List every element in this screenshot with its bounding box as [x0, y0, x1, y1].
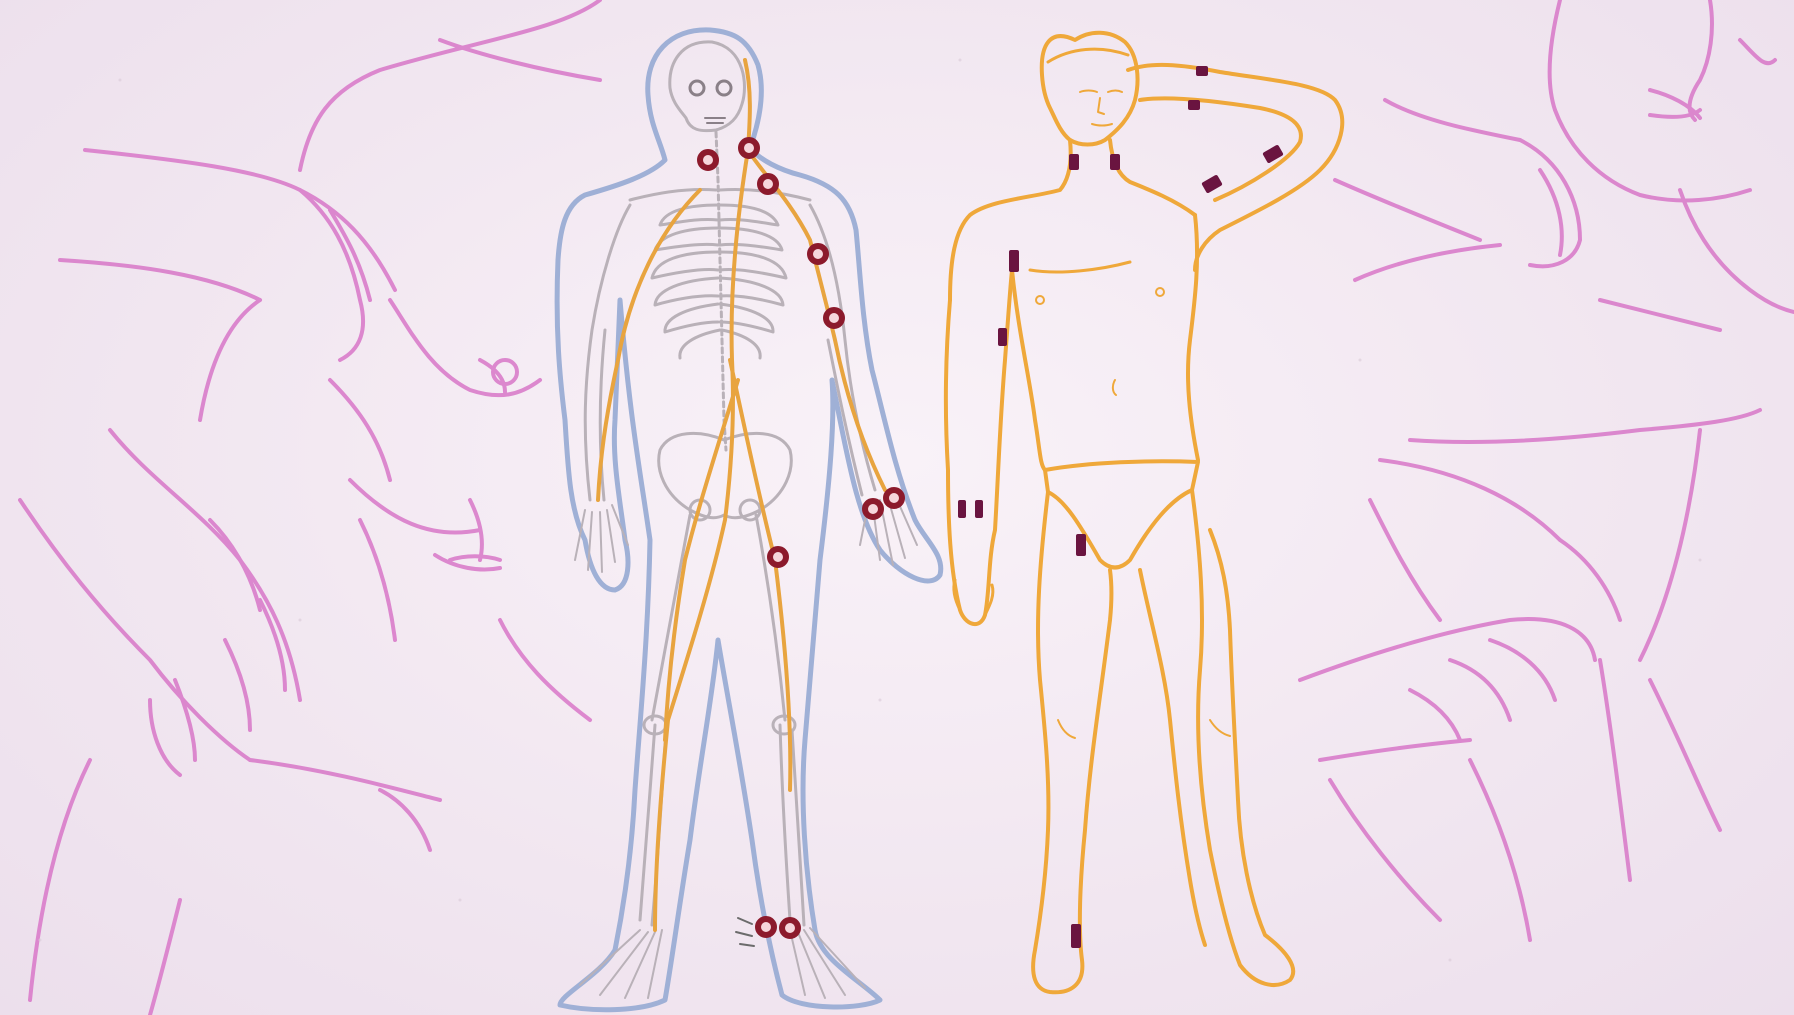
- point-marker-icon: [760, 176, 776, 192]
- point-marker-icon: [770, 549, 786, 565]
- electrode-pad-icon: [958, 500, 966, 518]
- electrode-pad-icon: [1201, 174, 1223, 193]
- point-marker-icon: [700, 152, 716, 168]
- hanging-arm-outline: [946, 270, 1012, 624]
- point-marker-icon: [758, 919, 774, 935]
- ribcage: [652, 205, 786, 358]
- point-marker-icon: [741, 140, 757, 156]
- skeleton-figure: [557, 30, 941, 1010]
- electrode-pad-icon: [1071, 924, 1081, 948]
- raised-arm-outline: [1128, 65, 1342, 270]
- electrode-pad-icon: [1069, 154, 1079, 170]
- electrode-pad-icon: [1110, 154, 1120, 170]
- left-leg-outline: [1033, 492, 1111, 992]
- point-marker-icon: [810, 246, 826, 262]
- briefs-outline: [1045, 461, 1198, 567]
- point-marker-icon: [826, 310, 842, 326]
- electrode-pad-icon: [998, 328, 1007, 346]
- feet-bones: [580, 928, 865, 998]
- left-sketch: [20, 0, 600, 1015]
- torso-outline: [1012, 270, 1045, 470]
- right-leg-outline: [1192, 490, 1293, 985]
- electrode-pad-icon: [1196, 66, 1208, 76]
- ankle-strap: [736, 918, 754, 946]
- spine: [716, 132, 726, 450]
- right-sketch: [1300, 0, 1794, 940]
- point-marker-icon: [886, 490, 902, 506]
- point-marker-icon: [782, 920, 798, 936]
- pad-markers: [958, 66, 1284, 948]
- body-figure: [946, 33, 1342, 993]
- point-marker-icon: [865, 501, 881, 517]
- electrode-pad-icon: [975, 500, 983, 518]
- electrode-pad-icon: [1076, 534, 1086, 556]
- electrode-pad-icon: [1188, 100, 1200, 110]
- electrode-pad-icon: [1009, 250, 1019, 272]
- right-leg-bones: [756, 515, 804, 925]
